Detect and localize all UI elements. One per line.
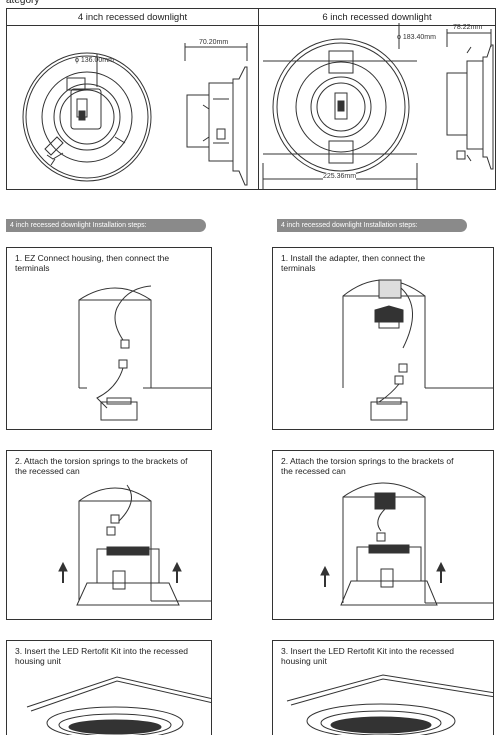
dimension-table: 4 inch recessed downlight 6 inch recesse… — [6, 8, 496, 190]
section-title-right: 4 inch recessed downlight Installation s… — [277, 219, 467, 232]
table-header-6inch: 6 inch recessed downlight — [259, 9, 495, 26]
dim-6inch-diameter: ϕ 183.40mm — [397, 34, 436, 41]
table-header-4inch: 4 inch recessed downlight — [7, 9, 258, 26]
step-text: 1. EZ Connect housing, then connect the … — [15, 253, 170, 273]
section-title-left: 4 inch recessed downlight Installation s… — [6, 219, 206, 232]
dim-4inch-depth: 70.20mm — [199, 39, 229, 46]
step-text: 3. Insert the LED Rertofit Kit into the … — [281, 646, 454, 666]
step-illustration — [58, 484, 211, 606]
step-illustration — [26, 676, 211, 735]
step-illustration — [286, 674, 493, 735]
dim-6inch-width: 225.36mm — [323, 173, 357, 180]
step-text: 3. Insert the LED Rertofit Kit into the … — [15, 646, 188, 666]
step-3-right: 3. Insert the LED Rertofit Kit into the … — [272, 640, 494, 735]
downlight-6inch-front-view — [262, 23, 418, 189]
step-1-left: 1. EZ Connect housing, then connect the … — [6, 247, 212, 430]
downlight-4inch-front-view — [22, 52, 152, 182]
downlight-6inch-side-view — [446, 29, 494, 170]
step-2-left: 2. Attach the torsion springs to the bra… — [6, 450, 212, 620]
downlight-4inch-side-view — [184, 43, 248, 186]
cropped-header-text: ategory — [6, 0, 40, 6]
step-3-left: 3. Insert the LED Rertofit Kit into the … — [6, 640, 212, 735]
step-illustration — [320, 482, 493, 606]
step-text: 1. Install the adapter, then connect the… — [281, 253, 426, 273]
step-2-right: 2. Attach the torsion springs to the bra… — [272, 450, 494, 620]
step-illustration — [78, 285, 211, 421]
step-illustration — [342, 279, 493, 421]
step-1-right: 1. Install the adapter, then connect the… — [272, 247, 494, 430]
step-text: 2. Attach the torsion springs to the bra… — [281, 456, 454, 476]
step-text: 2. Attach the torsion springs to the bra… — [15, 456, 188, 476]
table-divider — [258, 9, 259, 189]
dim-6inch-depth: 78.22mm — [453, 24, 483, 31]
downlight-drawings — [22, 23, 494, 189]
dim-4inch-diameter: ϕ 136.00mm — [75, 57, 114, 64]
